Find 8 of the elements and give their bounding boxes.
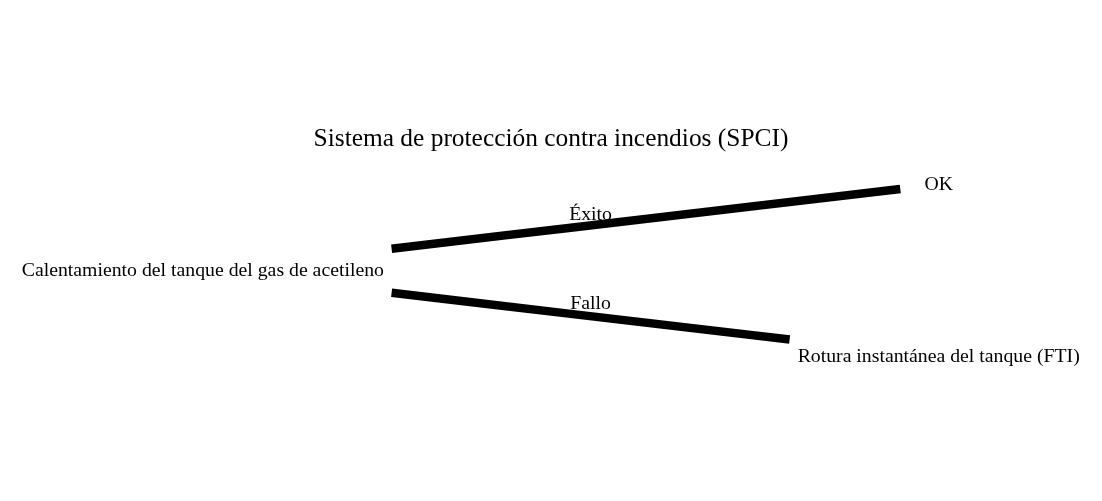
edge-label: Fallo: [570, 290, 611, 313]
connector: [391, 184, 901, 253]
edge-label: Éxito: [569, 201, 612, 224]
node-text: OK: [924, 171, 953, 194]
diagram-title: Sistema de protección contra incendios (SPCI): [313, 122, 789, 151]
connector: [391, 288, 791, 344]
node-text: Rotura instantánea del tanque (FTI): [797, 343, 1080, 366]
node-text: Calentamiento del tanque del gas de acetileno: [21, 257, 384, 280]
